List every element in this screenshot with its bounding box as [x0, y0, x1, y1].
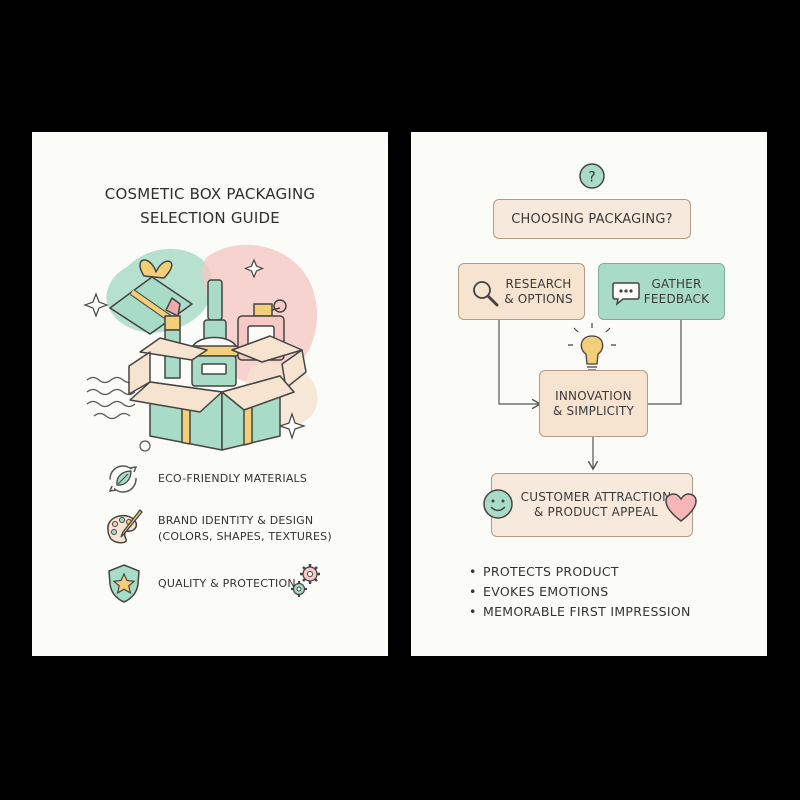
feature-brand-label: BRAND IDENTITY & DESIGN	[158, 514, 314, 527]
innovation-label-line1: INNOVATION	[555, 388, 632, 403]
magnifier-icon	[473, 281, 499, 307]
research-label-line2: & OPTIONS	[504, 291, 573, 306]
shield-star-icon	[108, 564, 140, 603]
question-mark-icon: ?	[579, 163, 605, 189]
guide-title-line2: SELECTION GUIDE	[140, 209, 280, 227]
gather-feedback-box: GATHER FEEDBACK	[598, 263, 725, 320]
guide-title-line1: COSMETIC BOX PACKAGING	[104, 185, 316, 203]
flow-card: ? CHOOSING PACKAGING? RESEARCH & OPTIONS	[411, 132, 767, 656]
innovation-label-line2: & SIMPLICITY	[552, 403, 635, 418]
arrow-research-to-innovation	[498, 320, 539, 404]
choosing-packaging-label: CHOOSING PACKAGING?	[511, 211, 673, 227]
feature-quality-protection: QUALITY & PROTECTION	[158, 576, 296, 592]
smiley-face-icon	[483, 489, 513, 519]
choosing-packaging-box: CHOOSING PACKAGING?	[493, 199, 691, 239]
customer-label-line1: CUSTOMER ATTRACTION	[520, 490, 672, 504]
research-options-box: RESEARCH & OPTIONS	[458, 263, 585, 320]
gears-icon	[291, 564, 320, 597]
lightbulb-icon	[568, 323, 616, 371]
feature-quality-label: QUALITY & PROTECTION	[158, 577, 296, 590]
customer-attraction-box: CUSTOMER ATTRACTION & PRODUCT APPEAL	[491, 473, 693, 537]
gift-box-cosmetics-illustration	[83, 244, 318, 452]
feedback-label-line2: FEEDBACK	[643, 291, 710, 306]
guide-card: COSMETIC BOX PACKAGING SELECTION GUIDE	[32, 132, 388, 656]
line-feedback-to-innovation	[648, 320, 682, 405]
innovation-simplicity-box: INNOVATION & SIMPLICITY	[539, 370, 648, 437]
benefit-list: PROTECTS PRODUCT EVOKES EMOTIONS MEMORAB…	[469, 562, 691, 622]
list-item: EVOKES EMOTIONS	[469, 582, 691, 602]
recycle-leaf-icon	[108, 465, 138, 493]
customer-label-line2: & PRODUCT APPEAL	[533, 505, 659, 519]
feedback-label-line1: GATHER	[651, 276, 702, 291]
feature-eco-friendly: ECO-FRIENDLY MATERIALS	[158, 471, 307, 487]
heart-icon	[665, 493, 697, 522]
feature-brand-identity: BRAND IDENTITY & DESIGN (COLORS, SHAPES,…	[158, 513, 332, 545]
chat-bubble-icon	[612, 282, 640, 306]
list-item: MEMORABLE FIRST IMPRESSION	[469, 602, 691, 622]
guide-title: COSMETIC BOX PACKAGING SELECTION GUIDE	[32, 182, 388, 230]
list-item: PROTECTS PRODUCT	[469, 562, 691, 582]
svg-text:?: ?	[588, 170, 595, 186]
feature-brand-sublabel: (COLORS, SHAPES, TEXTURES)	[158, 530, 332, 543]
feature-eco-label: ECO-FRIENDLY MATERIALS	[158, 472, 308, 485]
palette-brush-icon	[107, 509, 143, 544]
research-label-line1: RESEARCH	[505, 276, 572, 291]
